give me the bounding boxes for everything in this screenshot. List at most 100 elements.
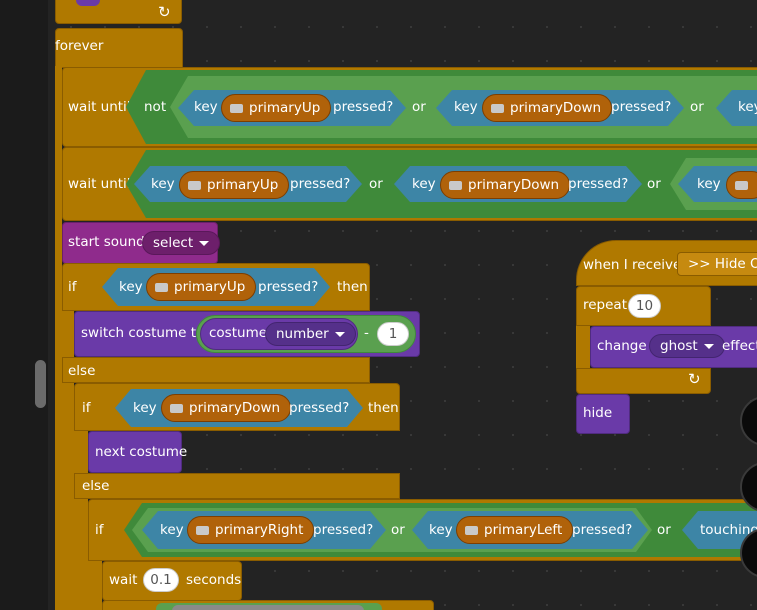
sound-name: select [153, 235, 194, 251]
loop-block-end[interactable] [55, 0, 182, 24]
key-dropdown[interactable]: primaryDown [161, 394, 292, 422]
key-label: key [194, 99, 218, 115]
else-bar [62, 357, 370, 383]
or-label: or [412, 99, 426, 115]
or-label: or [369, 176, 383, 192]
effect-dropdown[interactable]: ghost [649, 334, 725, 358]
repeat-label: repeat [583, 297, 628, 313]
pressed-label: pressed? [290, 176, 351, 192]
minus-amount-input[interactable]: 1 [377, 322, 409, 346]
forever-label: forever [55, 38, 104, 54]
key-label: key [738, 99, 757, 115]
repeat-count-input[interactable]: 10 [628, 294, 661, 318]
keyboard-icon [491, 103, 504, 113]
key-dropdown[interactable] [726, 171, 757, 199]
chevron-down-icon [199, 240, 210, 246]
key-dropdown[interactable]: primaryLeft [456, 516, 574, 544]
key-label: key [412, 176, 436, 192]
key-dropdown[interactable]: primaryUp [221, 94, 332, 122]
chevron-down-icon [703, 343, 714, 349]
or-label: or [647, 176, 661, 192]
else-bar [74, 473, 400, 499]
message-dropdown[interactable]: >> Hide Opt [677, 252, 757, 276]
or-label: or [391, 522, 405, 538]
costume-attr-dropdown[interactable]: number [265, 322, 356, 346]
key-name: primaryUp [174, 279, 246, 295]
keyboard-icon [735, 180, 748, 190]
else-label: else [68, 363, 96, 379]
repeat-block[interactable] [576, 286, 711, 326]
key-label: key [697, 176, 721, 192]
hide-label: hide [583, 405, 613, 421]
if-label: if [68, 279, 77, 295]
wait-label: wait [109, 572, 138, 588]
if-else-arm [74, 431, 88, 610]
costume-attr-name: number [276, 326, 329, 342]
if-else-arm [62, 311, 74, 610]
touching-label: touching [700, 522, 757, 538]
pressed-label: pressed? [333, 99, 394, 115]
keyboard-icon [230, 103, 243, 113]
hide-block[interactable] [576, 394, 630, 434]
pressed-label: pressed? [611, 99, 672, 115]
or-label: or [657, 522, 671, 538]
start-sound-label: start sound [68, 234, 145, 250]
seconds-label: seconds [186, 572, 242, 588]
key-name: primaryUp [249, 100, 321, 116]
next-costume-label: next costume [95, 444, 188, 460]
key-name: primaryRight [215, 522, 304, 538]
wait-until-label: wait until [68, 99, 131, 115]
effect-name: ghost [660, 338, 698, 354]
wait-until-label: wait until [68, 176, 131, 192]
key-name: primaryDown [468, 177, 560, 193]
pressed-label: pressed? [258, 279, 319, 295]
key-label: key [429, 522, 453, 538]
or-label: or [690, 99, 704, 115]
then-label: then [368, 400, 399, 416]
key-dropdown[interactable]: primaryUp [146, 273, 257, 301]
pressed-label: pressed? [313, 522, 374, 538]
pressed-label: pressed? [568, 176, 629, 192]
keyboard-icon [155, 282, 168, 292]
keyboard-icon [188, 180, 201, 190]
forever-arm [55, 66, 62, 610]
repeat-arm [576, 326, 590, 368]
key-name: primaryDown [510, 100, 602, 116]
change-label: change [597, 338, 647, 354]
keyboard-icon [465, 525, 478, 535]
key-dropdown[interactable]: primaryDown [482, 94, 613, 122]
when-i-receive-label: when I receive [583, 257, 682, 273]
left-gutter [0, 0, 48, 610]
key-name: primaryUp [207, 177, 279, 193]
repeat-end [576, 368, 711, 394]
key-dropdown[interactable]: primaryUp [179, 171, 290, 199]
if-arm [88, 561, 102, 610]
if-label: if [82, 400, 91, 416]
next-costume-block[interactable] [88, 431, 182, 473]
reporter-partial [172, 605, 364, 610]
if-label: if [95, 522, 104, 538]
looks-block-tail [76, 0, 100, 6]
loop-arrow-icon: ↻ [688, 370, 701, 388]
not-label: not [144, 99, 167, 115]
sound-dropdown[interactable]: select [142, 231, 221, 255]
message-name: >> Hide Opt [688, 256, 757, 272]
keyboard-icon [170, 403, 183, 413]
else-label: else [82, 478, 110, 494]
loop-arrow-icon: ↻ [158, 3, 171, 21]
pressed-label: pressed? [572, 522, 633, 538]
keyboard-icon [196, 525, 209, 535]
key-dropdown[interactable]: primaryDown [440, 171, 571, 199]
key-label: key [151, 176, 175, 192]
vertical-scrollbar-thumb[interactable] [35, 360, 46, 408]
minus-label: - [364, 325, 369, 341]
key-label: key [119, 279, 143, 295]
costume-label: costume [209, 325, 268, 341]
key-name: primaryDown [189, 400, 281, 416]
chevron-down-icon [334, 331, 345, 337]
key-label: key [133, 400, 157, 416]
wait-seconds-input[interactable]: 0.1 [143, 568, 179, 592]
key-dropdown[interactable]: primaryRight [187, 516, 315, 544]
then-label: then [337, 279, 368, 295]
